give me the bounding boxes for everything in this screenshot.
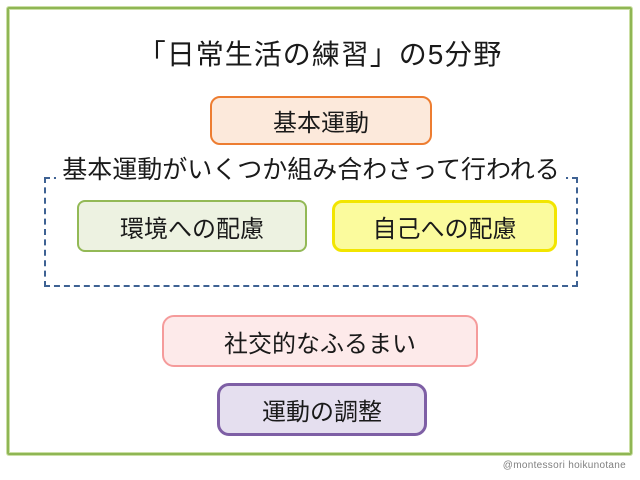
watermark-credit: @montessori hoikunotane — [502, 460, 626, 471]
slide-frame — [7, 7, 632, 455]
box-care-of-environment-label: 環境への配慮 — [120, 215, 264, 243]
box-basic-movement: 基本運動 — [210, 96, 432, 145]
box-basic-movement-label: 基本運動 — [273, 110, 369, 137]
box-motor-coordination: 運動の調整 — [217, 383, 427, 436]
page-title: 「日常生活の練習」の5分野 — [137, 39, 503, 70]
box-care-of-self: 自己への配慮 — [332, 200, 557, 252]
box-care-of-self-label: 自己への配慮 — [372, 215, 517, 243]
box-care-of-environment: 環境への配慮 — [77, 200, 307, 252]
box-social-behavior: 社交的なふるまい — [162, 315, 478, 367]
box-social-behavior-label: 社交的なふるまい — [224, 330, 416, 358]
box-motor-coordination-label: 運動の調整 — [262, 399, 382, 426]
